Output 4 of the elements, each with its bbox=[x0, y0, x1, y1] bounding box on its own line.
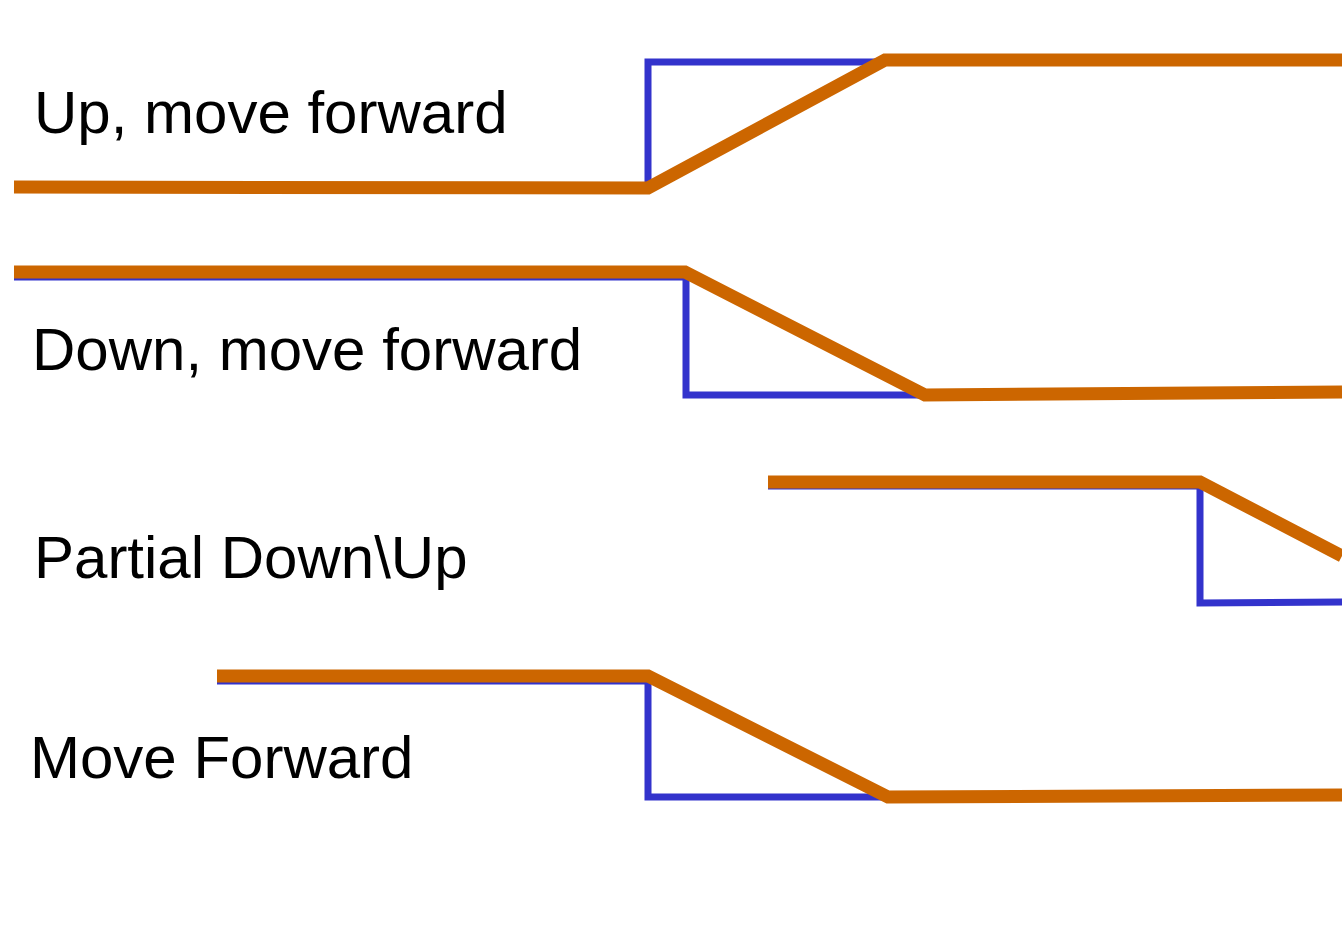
step-label: Down, move forward bbox=[32, 315, 583, 385]
step-label: Move Forward bbox=[30, 723, 414, 793]
step-label: Up, move forward bbox=[34, 78, 508, 148]
step-label: Partial Down\Up bbox=[34, 523, 468, 593]
